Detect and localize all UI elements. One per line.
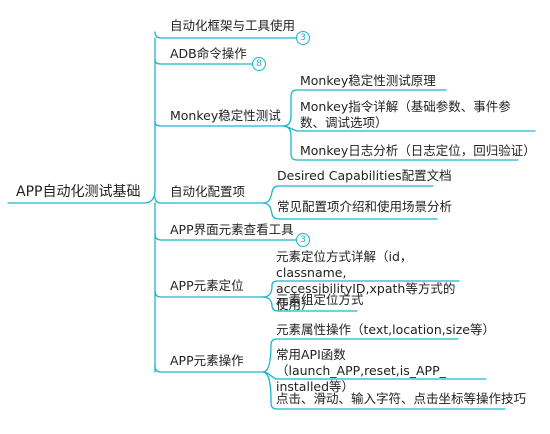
operate-attributes: 元素属性操作（text,location,size等） xyxy=(276,322,495,337)
locate-group: 元素组定位方式 xyxy=(276,292,364,307)
monkey-commands: Monkey指令详解（基础参数、事件参数、调试选项） xyxy=(300,99,511,130)
operate-api: 常用API函数（launch_APP,reset,is_APP_ install… xyxy=(276,347,446,394)
collapsed-count-badge[interactable]: 8 xyxy=(252,57,266,71)
monkey-principle: Monkey稳定性测试原理 xyxy=(300,73,436,88)
config-common-items: 常见配置项介绍和使用场景分析 xyxy=(277,199,453,214)
branch-config: 自动化配置项 xyxy=(170,184,246,199)
branch-inspector-tool: APP界面元素查看工具 xyxy=(170,222,294,237)
collapsed-count-badge[interactable]: 3 xyxy=(296,31,310,45)
trunk-line xyxy=(143,37,156,373)
monkey-log-analysis: Monkey日志分析（日志定位，回归验证） xyxy=(300,143,536,158)
operate-gestures: 点击、滑动、输入字符、点击坐标等操作技巧 xyxy=(276,391,527,406)
branch-operate: APP元素操作 xyxy=(170,353,244,368)
branch-framework-tools: 自动化框架与工具使用 xyxy=(170,18,296,33)
branch-monkey: Monkey稳定性测试 xyxy=(170,108,281,123)
root-node: APP自动化测试基础 xyxy=(16,184,141,200)
locate-methods: 元素定位方式详解（id，classname, accessibilityID,x… xyxy=(276,249,456,312)
config-desired-capabilities: Desired Capabilities配置文档 xyxy=(277,168,452,183)
branch-locate: APP元素定位 xyxy=(170,278,244,293)
branch-adb: ADB命令操作 xyxy=(170,46,247,61)
collapsed-count-badge[interactable]: 3 xyxy=(296,233,310,247)
